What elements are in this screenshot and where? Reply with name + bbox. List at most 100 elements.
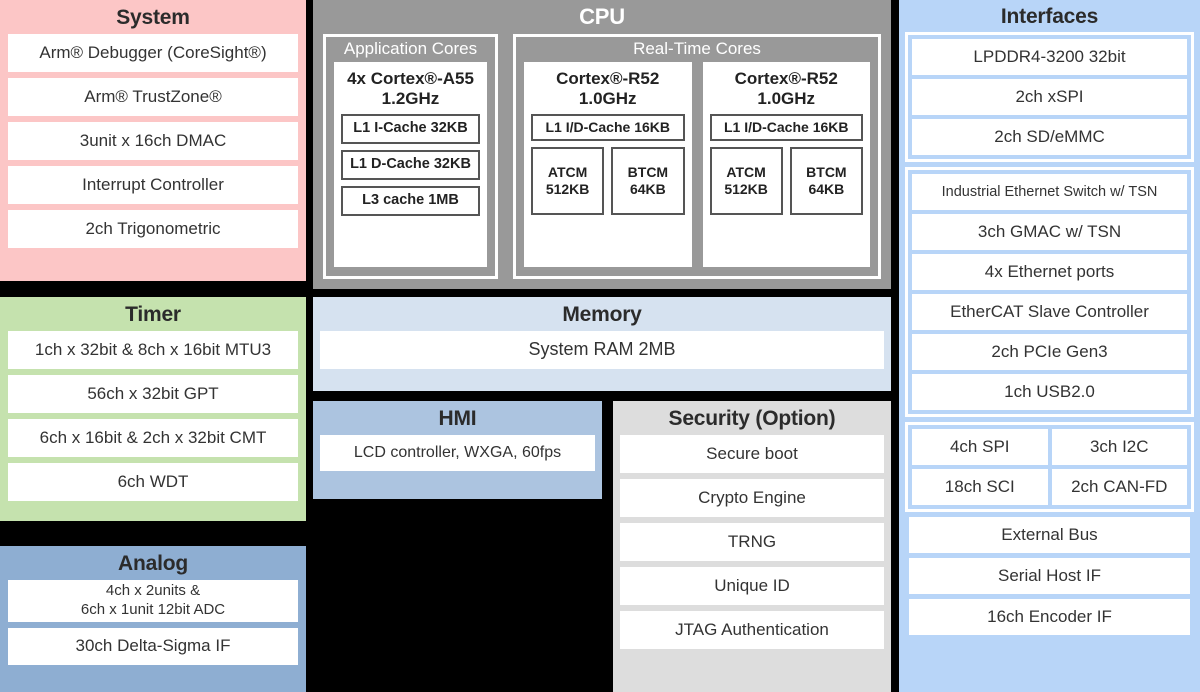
core-name-r52-0: Cortex®-R52 1.0GHz bbox=[531, 66, 685, 114]
block-analog: Analog 4ch x 2units & 6ch x 1unit 12bit … bbox=[0, 546, 306, 692]
interfaces-item-pcie-gen3: 2ch PCIe Gen3 bbox=[912, 334, 1187, 370]
cache-l3: L3 cache 1MB bbox=[341, 186, 480, 217]
tcm-btcm-r52-1: BTCM 64KB bbox=[789, 147, 863, 216]
tcm-btcm-r52-1-label: BTCM bbox=[806, 163, 847, 180]
core-card-r52-0: Cortex®-R52 1.0GHz L1 I/D-Cache 16KB ATC… bbox=[524, 62, 692, 267]
group-realtime-cores: Real-Time Cores Cortex®-R52 1.0GHz L1 I/… bbox=[513, 34, 881, 279]
cache-l1-id-r52-1: L1 I/D-Cache 16KB bbox=[709, 114, 863, 142]
core-name-r52-1-line1: Cortex®-R52 bbox=[734, 69, 838, 88]
tcm-atcm-r52-1: ATCM 512KB bbox=[709, 147, 783, 216]
interfaces-item-ethernet-ports: 4x Ethernet ports bbox=[912, 254, 1187, 290]
tcm-atcm-r52-0: ATCM 512KB bbox=[531, 147, 605, 216]
realtime-core-cards: Cortex®-R52 1.0GHz L1 I/D-Cache 16KB ATC… bbox=[524, 62, 870, 267]
interfaces-item-i2c: 3ch I2C bbox=[1051, 429, 1187, 465]
block-hmi: HMI LCD controller, WXGA, 60fps bbox=[313, 401, 602, 499]
cache-l1-icache: L1 I-Cache 32KB bbox=[341, 114, 480, 145]
timer-item-gpt: 56ch x 32bit GPT bbox=[8, 375, 298, 413]
tcm-atcm-r52-1-size: 512KB bbox=[724, 181, 768, 198]
system-item-arm-trustzone: Arm® TrustZone® bbox=[8, 78, 298, 116]
block-timer: Timer 1ch x 32bit & 8ch x 16bit MTU3 56c… bbox=[0, 297, 306, 521]
interfaces-group-serial: 4ch SPI 3ch I2C 18ch SCI 2ch CAN-FD bbox=[905, 422, 1194, 512]
block-memory: Memory System RAM 2MB bbox=[313, 297, 891, 391]
security-item-trng: TRNG bbox=[620, 523, 884, 561]
cache-l1-id-r52-0: L1 I/D-Cache 16KB bbox=[531, 114, 685, 142]
block-security: Security (Option) Secure boot Crypto Eng… bbox=[613, 401, 891, 692]
interfaces-serial-row-2: 18ch SCI 2ch CAN-FD bbox=[912, 469, 1187, 505]
system-item-interrupt-controller: Interrupt Controller bbox=[8, 166, 298, 204]
cpu-core-groups: Application Cores 4x Cortex®-A55 1.2GHz … bbox=[313, 34, 891, 289]
interfaces-item-sci: 18ch SCI bbox=[912, 469, 1048, 505]
group-application-cores: Application Cores 4x Cortex®-A55 1.2GHz … bbox=[323, 34, 498, 279]
tcm-row-r52-0: ATCM 512KB BTCM 64KB bbox=[531, 147, 685, 216]
interfaces-group-networking: Industrial Ethernet Switch w/ TSN 3ch GM… bbox=[905, 167, 1194, 417]
block-cpu: CPU Application Cores 4x Cortex®-A55 1.2… bbox=[313, 0, 891, 289]
analog-item-list: 4ch x 2units & 6ch x 1unit 12bit ADC 30c… bbox=[0, 580, 306, 673]
security-item-crypto-engine: Crypto Engine bbox=[620, 479, 884, 517]
interfaces-item-spi: 4ch SPI bbox=[912, 429, 1048, 465]
interfaces-serial-row-1: 4ch SPI 3ch I2C bbox=[912, 429, 1187, 465]
block-title-cpu: CPU bbox=[579, 4, 625, 29]
interfaces-item-lpddr4: LPDDR4-3200 32bit bbox=[912, 39, 1187, 75]
interfaces-item-serial-host-if: Serial Host IF bbox=[909, 558, 1190, 594]
system-item-trigonometric: 2ch Trigonometric bbox=[8, 210, 298, 248]
analog-adc-line1: 4ch x 2units & bbox=[105, 582, 201, 600]
memory-item-system-ram: System RAM 2MB bbox=[320, 331, 884, 369]
block-title-analog: Analog bbox=[118, 552, 188, 575]
analog-adc-line2: 6ch x 1unit 12bit ADC bbox=[80, 601, 226, 618]
interfaces-item-industrial-ethernet-switch: Industrial Ethernet Switch w/ TSN bbox=[912, 174, 1187, 210]
core-name-r52-0-line2: 1.0GHz bbox=[578, 89, 637, 109]
timer-item-mtu3: 1ch x 32bit & 8ch x 16bit MTU3 bbox=[8, 331, 298, 369]
block-title-memory: Memory bbox=[562, 303, 642, 326]
core-card-a55: 4x Cortex®-A55 1.2GHz L1 I-Cache 32KB L1… bbox=[334, 62, 487, 267]
system-item-arm-debugger: Arm® Debugger (CoreSight®) bbox=[8, 34, 298, 72]
core-name-r52-0-line1: Cortex®-R52 bbox=[556, 69, 660, 88]
block-system: System Arm® Debugger (CoreSight®) Arm® T… bbox=[0, 0, 306, 281]
tcm-btcm-r52-0: BTCM 64KB bbox=[611, 147, 685, 216]
security-item-jtag-auth: JTAG Authentication bbox=[620, 611, 884, 649]
interfaces-item-can-fd: 2ch CAN-FD bbox=[1051, 469, 1187, 505]
group-title-realtime-cores: Real-Time Cores bbox=[633, 39, 761, 58]
interfaces-item-external-bus: External Bus bbox=[909, 517, 1190, 553]
interfaces-item-ethercat-slave-controller: EtherCAT Slave Controller bbox=[912, 294, 1187, 330]
hmi-item-lcd-controller: LCD controller, WXGA, 60fps bbox=[320, 435, 595, 471]
core-name-a55: 4x Cortex®-A55 1.2GHz bbox=[341, 66, 480, 114]
block-title-system: System bbox=[116, 6, 190, 29]
interfaces-group-memory-storage: LPDDR4-3200 32bit 2ch xSPI 2ch SD/eMMC bbox=[905, 32, 1194, 162]
interfaces-item-gmac: 3ch GMAC w/ TSN bbox=[912, 214, 1187, 250]
system-item-list: Arm® Debugger (CoreSight®) Arm® TrustZon… bbox=[0, 34, 306, 256]
analog-item-adc: 4ch x 2units & 6ch x 1unit 12bit ADC bbox=[8, 580, 298, 622]
security-item-unique-id: Unique ID bbox=[620, 567, 884, 605]
interfaces-item-sd-emmc: 2ch SD/eMMC bbox=[912, 119, 1187, 155]
tcm-atcm-r52-1-label: ATCM bbox=[726, 163, 766, 180]
core-name-a55-line1: 4x Cortex®-A55 bbox=[347, 69, 474, 88]
security-item-secure-boot: Secure boot bbox=[620, 435, 884, 473]
timer-item-cmt: 6ch x 16bit & 2ch x 32bit CMT bbox=[8, 419, 298, 457]
core-card-r52-1: Cortex®-R52 1.0GHz L1 I/D-Cache 16KB ATC… bbox=[702, 62, 870, 267]
tcm-atcm-r52-0-label: ATCM bbox=[547, 163, 588, 180]
interfaces-item-encoder-if: 16ch Encoder IF bbox=[909, 599, 1190, 635]
interfaces-group-misc: External Bus Serial Host IF 16ch Encoder… bbox=[905, 517, 1194, 635]
timer-item-list: 1ch x 32bit & 8ch x 16bit MTU3 56ch x 32… bbox=[0, 331, 306, 509]
core-name-a55-line2: 1.2GHz bbox=[381, 89, 440, 109]
hmi-item-list: LCD controller, WXGA, 60fps bbox=[313, 435, 602, 478]
memory-item-list: System RAM 2MB bbox=[313, 331, 891, 376]
analog-item-delta-sigma: 30ch Delta-Sigma IF bbox=[8, 628, 298, 665]
group-title-application-cores: Application Cores bbox=[343, 39, 478, 58]
timer-item-wdt: 6ch WDT bbox=[8, 463, 298, 501]
tcm-btcm-r52-1-size: 64KB bbox=[808, 181, 845, 198]
block-title-interfaces: Interfaces bbox=[1000, 5, 1099, 28]
tcm-btcm-r52-0-size: 64KB bbox=[629, 181, 666, 198]
interfaces-item-xspi: 2ch xSPI bbox=[912, 79, 1187, 115]
system-item-dmac: 3unit x 16ch DMAC bbox=[8, 122, 298, 160]
cache-l1-dcache: L1 D-Cache 32KB bbox=[341, 150, 480, 181]
core-name-r52-1: Cortex®-R52 1.0GHz bbox=[710, 66, 864, 114]
block-title-security: Security (Option) bbox=[668, 407, 836, 430]
core-name-r52-1-line2: 1.0GHz bbox=[757, 89, 816, 109]
tcm-atcm-r52-0-size: 512KB bbox=[545, 181, 590, 198]
block-interfaces: Interfaces LPDDR4-3200 32bit 2ch xSPI 2c… bbox=[899, 0, 1200, 692]
security-item-list: Secure boot Crypto Engine TRNG Unique ID… bbox=[613, 435, 891, 656]
tcm-row-r52-1: ATCM 512KB BTCM 64KB bbox=[709, 147, 863, 216]
tcm-btcm-r52-0-label: BTCM bbox=[627, 163, 669, 180]
block-title-hmi: HMI bbox=[438, 407, 477, 430]
